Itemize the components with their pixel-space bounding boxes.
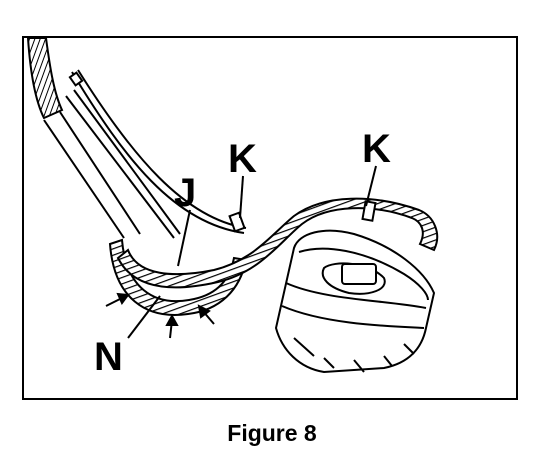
label-n: N <box>94 335 123 379</box>
leader-lines <box>127 165 377 339</box>
tank <box>274 229 436 374</box>
cable-tie-left <box>228 211 246 233</box>
hose-diagram: J K K N <box>26 38 439 379</box>
label-k-left: K <box>228 137 257 181</box>
hose-j <box>116 197 439 289</box>
figure-caption: Figure 8 <box>227 420 317 446</box>
upper-hose <box>26 38 64 120</box>
wand-tubes <box>43 69 247 239</box>
label-k-right: K <box>362 127 391 171</box>
figure-frame: J K K N <box>22 36 518 400</box>
cable-tie-right <box>361 200 377 222</box>
label-j: J <box>174 171 196 215</box>
pointer-arrows <box>105 292 215 339</box>
wand-end-cap <box>68 71 84 87</box>
